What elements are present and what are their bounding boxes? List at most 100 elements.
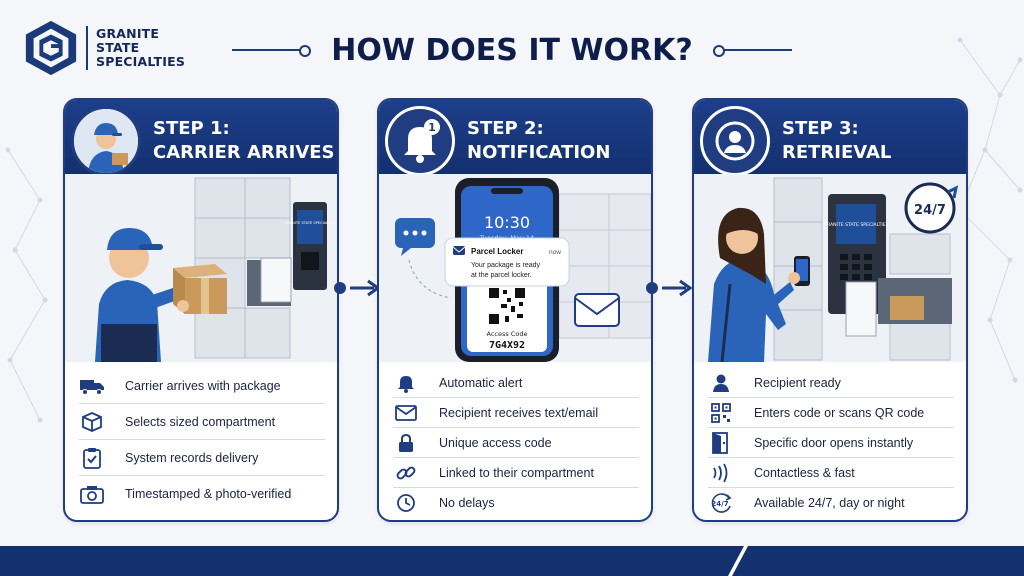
step-3-item-3-text: Specific door opens instantly xyxy=(754,435,914,450)
notification-app-name: Parcel Locker xyxy=(471,247,523,256)
title-rule-right xyxy=(712,45,793,57)
envelope-icon xyxy=(574,293,620,327)
access-code-value: 7G4X92 xyxy=(489,340,525,351)
list-item: Recipient ready xyxy=(708,368,954,398)
step-2-card: 1 STEP 2: NOTIFICATION xyxy=(377,98,653,522)
step-1-number: STEP 1: xyxy=(153,118,230,139)
step-1-title: STEP 1: CARRIER ARRIVES xyxy=(153,117,335,165)
phone-notification-illustration: 10:30 Tuesday, May 14 Access Code 7G4X92 xyxy=(379,174,651,362)
step-3-list: Recipient ready Enters code or scans QR … xyxy=(694,368,966,518)
step-2-title: STEP 2: NOTIFICATION xyxy=(467,117,610,165)
step-2-illustration: 10:30 Tuesday, May 14 Access Code 7G4X92 xyxy=(379,174,651,362)
bell-icon: 1 xyxy=(404,119,440,163)
step-1-item-1-text: Carrier arrives with package xyxy=(125,378,281,393)
list-item: 24/7 Available 24/7, day or night xyxy=(708,488,954,518)
brand-line-3: SPECIALTIES xyxy=(96,54,186,69)
step-3-name: RETRIEVAL xyxy=(782,142,892,163)
list-item: Contactless & fast xyxy=(708,458,954,488)
notification-count: 1 xyxy=(428,121,436,134)
chat-bubble-icon xyxy=(395,218,435,256)
footer-accent-stripe xyxy=(728,546,748,576)
list-item: Recipient receives text/email xyxy=(393,398,639,428)
camera-icon xyxy=(79,483,105,505)
step-3-card: STEP 3: RETRIEVAL GRANITE STATE SPECIALT… xyxy=(692,98,968,522)
step-3-item-5-text: Available 24/7, day or night xyxy=(754,496,905,510)
link-icon xyxy=(393,462,419,484)
door-icon xyxy=(708,431,734,454)
flow-arrow-2 xyxy=(646,279,693,297)
step-1-illustration: GRANITE STATE SPECIALTIES xyxy=(65,174,337,362)
step-3-item-1-text: Recipient ready xyxy=(754,375,841,390)
lock-icon xyxy=(393,432,419,454)
bell-icon xyxy=(393,372,419,394)
carrier-avatar xyxy=(71,106,141,176)
step-2-item-2-text: Recipient receives text/email xyxy=(439,405,599,420)
title-rule-left xyxy=(232,45,312,57)
step-2-item-1-text: Automatic alert xyxy=(439,375,523,390)
list-item: Specific door opens instantly xyxy=(708,428,954,458)
step-1-list: Carrier arrives with package Selects siz… xyxy=(65,368,337,512)
footer-band xyxy=(0,546,1024,576)
step-2-item-4-text: Linked to their compartment xyxy=(439,465,594,480)
list-item: Enters code or scans QR code xyxy=(708,398,954,428)
notification-time: now xyxy=(549,249,561,256)
list-item: No delays xyxy=(393,488,639,518)
list-item: Selects sized compartment xyxy=(79,404,325,440)
step-2-list: Automatic alert Recipient receives text/… xyxy=(379,368,651,518)
notification-badge-circle: 1 xyxy=(385,106,455,176)
24-7-clock-icon: 24/7 xyxy=(904,182,959,234)
carrier-person-icon xyxy=(74,109,138,173)
title-bar: HOW DOES IT WORK? xyxy=(232,28,793,72)
brand-logo: GRANITE STATE SPECIALTIES xyxy=(22,18,222,78)
recipient-retrieval-illustration: GRANITE STATE SPECIALTIES 24/7 xyxy=(694,174,966,362)
phone-time: 10:30 xyxy=(484,213,530,232)
24-7-icon: 24/7 xyxy=(708,492,734,514)
clipboard-check-icon xyxy=(79,447,105,469)
list-item: Timestamped & photo-verified xyxy=(79,476,325,512)
logo-divider xyxy=(86,26,88,70)
step-1-name: CARRIER ARRIVES xyxy=(153,142,335,163)
step-2-number: STEP 2: xyxy=(467,118,544,139)
step-2-item-5-text: No delays xyxy=(439,496,495,510)
recipient-badge-circle xyxy=(700,106,770,176)
qr-code-icon xyxy=(708,402,734,424)
kiosk-screen-text: GRANITE STATE SPECIALTIES xyxy=(285,221,337,225)
clock-icon xyxy=(393,492,419,514)
notification-body-line-2: at the parcel locker. xyxy=(471,272,532,279)
step-3-number: STEP 3: xyxy=(782,118,859,139)
person-icon xyxy=(708,372,734,394)
kiosk-screen-text-2: GRANITE STATE SPECIALTIES xyxy=(823,222,888,228)
clock-badge-text: 24/7 xyxy=(914,203,946,218)
contactless-icon xyxy=(708,462,734,484)
access-code-label: Access Code xyxy=(487,330,528,338)
locker-bank xyxy=(194,177,291,359)
step-1-item-4-text: Timestamped & photo-verified xyxy=(125,487,292,501)
flow-arrow-1 xyxy=(334,279,381,297)
page-title: HOW DOES IT WORK? xyxy=(331,32,693,68)
step-1-item-2-text: Selects sized compartment xyxy=(125,414,276,429)
truck-icon xyxy=(79,375,105,397)
step-3-item-4-text: Contactless & fast xyxy=(754,465,855,480)
list-item: Unique access code xyxy=(393,428,639,458)
step-3-item-2-text: Enters code or scans QR code xyxy=(754,405,925,420)
notification-popup: Parcel Locker now Your package is ready … xyxy=(444,237,570,287)
granite-state-logo-icon xyxy=(25,20,77,76)
box-icon xyxy=(79,411,105,433)
step-1-card: STEP 1: CARRIER ARRIVES GRANITE STATE SP… xyxy=(63,98,339,522)
step-3-illustration: GRANITE STATE SPECIALTIES 24/7 xyxy=(694,174,966,362)
step-1-item-3-text: System records delivery xyxy=(125,450,259,465)
envelope-icon xyxy=(393,402,419,424)
list-24-7-text: 24/7 xyxy=(711,500,728,508)
brand-name: GRANITE STATE SPECIALTIES xyxy=(96,27,185,69)
recipient-icon xyxy=(715,121,755,161)
list-item: System records delivery xyxy=(79,440,325,476)
carrier-at-locker-illustration: GRANITE STATE SPECIALTIES xyxy=(65,174,337,362)
notification-body-line-1: Your package is ready xyxy=(471,262,541,269)
list-item: Linked to their compartment xyxy=(393,458,639,488)
brand-line-1: GRANITE xyxy=(96,26,160,41)
step-2-name: NOTIFICATION xyxy=(467,142,611,163)
step-3-title: STEP 3: RETRIEVAL xyxy=(782,117,891,165)
step-2-item-3-text: Unique access code xyxy=(439,435,552,450)
qr-code-image xyxy=(487,286,527,326)
brand-line-2: STATE xyxy=(96,40,140,55)
